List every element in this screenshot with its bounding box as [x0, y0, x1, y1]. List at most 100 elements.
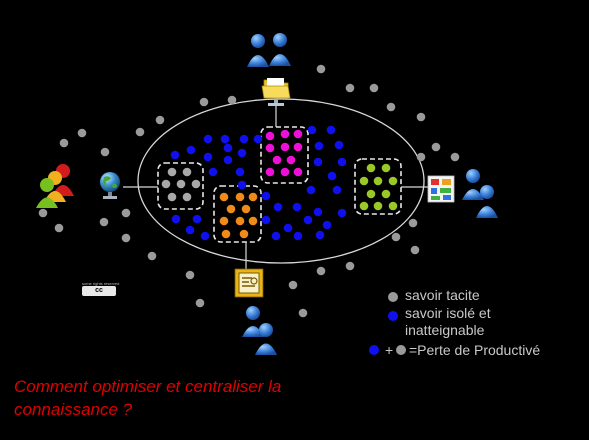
isolated-knowledge-dot [203, 134, 213, 144]
isolated-knowledge-dot [334, 140, 344, 150]
globe-icon [100, 172, 120, 199]
isolated-knowledge-dot [192, 214, 202, 224]
isolated-knowledge-dot [237, 148, 247, 158]
isolated-knowledge-dot [313, 207, 323, 217]
knowledge-dots [38, 64, 460, 355]
tacit-knowledge-dot [227, 95, 237, 105]
isolated-knowledge-dot [332, 185, 342, 195]
shared-knowledge-dot-orange [221, 229, 231, 239]
isolated-knowledge-dot [283, 223, 293, 233]
tacit-knowledge-dot [199, 97, 209, 107]
shared-knowledge-dot-orange [219, 216, 229, 226]
tacit-knowledge-dot [54, 223, 64, 233]
shared-knowledge-dot-magenta [286, 155, 296, 165]
shared-knowledge-dot-magenta [293, 142, 303, 152]
isolated-knowledge-dot [337, 157, 347, 167]
shared-knowledge-dot-green [388, 176, 398, 186]
tacit-knowledge-dot [416, 152, 426, 162]
shared-knowledge-dot-green [373, 201, 383, 211]
apps-icon [427, 175, 455, 203]
tacit-knowledge-dot [155, 115, 165, 125]
isolated-knowledge-dot [170, 150, 180, 160]
legend-loss-label: =Perte de Productivé [409, 342, 541, 358]
legend-plus: + [385, 342, 394, 358]
folder-icon [261, 78, 291, 106]
group-box-orange [213, 185, 262, 243]
shared-knowledge-dot-magenta [265, 167, 275, 177]
tacit-knowledge-dot [121, 233, 131, 243]
shared-knowledge-dot-green [373, 176, 383, 186]
tacit-knowledge-dot [288, 280, 298, 290]
isolated-knowledge-dot [322, 220, 332, 230]
isolated-knowledge-dot [237, 180, 247, 190]
tacit-knowledge-dot [410, 245, 420, 255]
shared-knowledge-dot-gray [182, 167, 192, 177]
isolated-knowledge-dot [239, 134, 249, 144]
legend-isolated-label: savoir isolé et inatteignable [405, 305, 491, 338]
tacit-knowledge-dot [345, 261, 355, 271]
users-group-icon [462, 169, 498, 218]
connectors [123, 104, 432, 271]
group-box-gray [157, 162, 204, 210]
shared-knowledge-dot-orange [248, 192, 258, 202]
tacit-knowledge-dot [345, 83, 355, 93]
isolated-knowledge-dot [261, 191, 271, 201]
isolated-knowledge-dot [273, 202, 283, 212]
shared-knowledge-dot-magenta [265, 143, 275, 153]
shared-knowledge-dot-gray [191, 179, 201, 189]
isolated-knowledge-dot [220, 134, 230, 144]
tacit-knowledge-dot [185, 270, 195, 280]
shared-knowledge-dot-orange [219, 192, 229, 202]
shared-knowledge-dot-orange [239, 229, 249, 239]
shared-knowledge-dot-magenta [280, 129, 290, 139]
isolated-knowledge-dot [223, 155, 233, 165]
tacit-knowledge-dot [100, 147, 110, 157]
tacit-knowledge-dot [408, 218, 418, 228]
isolated-knowledge-dot [261, 215, 271, 225]
shared-knowledge-dot-gray [167, 167, 177, 177]
isolated-knowledge-dot [185, 225, 195, 235]
shared-knowledge-dot-orange [226, 204, 236, 214]
shared-knowledge-dot-magenta [293, 129, 303, 139]
shared-knowledge-dot-green [366, 163, 376, 173]
shared-knowledge-dot-green [359, 201, 369, 211]
isolated-knowledge-dot [293, 231, 303, 241]
shared-knowledge-dot-green [366, 189, 376, 199]
isolated-knowledge-dot [303, 215, 313, 225]
shared-knowledge-dot-gray [176, 179, 186, 189]
tacit-knowledge-dot [38, 208, 48, 218]
shared-knowledge-dot-gray [161, 179, 171, 189]
isolated-knowledge-dot [306, 185, 316, 195]
isolated-knowledge-dot [326, 125, 336, 135]
shared-knowledge-dot-magenta [272, 155, 282, 165]
isolated-knowledge-dot [271, 231, 281, 241]
isolated-knowledge-dot [171, 214, 181, 224]
isolated-knowledge-dot [315, 230, 325, 240]
shared-knowledge-dot-magenta [265, 131, 275, 141]
license-small-text: some rights reserved [82, 281, 120, 286]
users-group-icon [36, 164, 74, 208]
legend-isolated-swatch [388, 311, 398, 321]
license-badge: cc [95, 287, 103, 294]
creative-commons-icon: some rights reserved cc [82, 281, 120, 297]
shared-knowledge-dot-orange [248, 216, 258, 226]
isolated-knowledge-dot [203, 152, 213, 162]
shared-knowledge-dot-gray [182, 192, 192, 202]
shared-knowledge-dot-magenta [280, 142, 290, 152]
users-group-icon [247, 33, 291, 67]
shared-knowledge-dot-gray [167, 192, 177, 202]
shared-knowledge-dot-green [359, 176, 369, 186]
isolated-knowledge-dot [314, 141, 324, 151]
central-ellipse [137, 98, 425, 264]
tacit-knowledge-dot [431, 142, 441, 152]
tacit-knowledge-dot [316, 266, 326, 276]
tacit-knowledge-dot [450, 152, 460, 162]
shared-knowledge-dot-orange [241, 204, 251, 214]
isolated-knowledge-dot [200, 231, 210, 241]
isolated-knowledge-dot [186, 145, 196, 155]
isolated-knowledge-dot [307, 125, 317, 135]
isolated-knowledge-dot [223, 143, 233, 153]
tacit-knowledge-dot [391, 232, 401, 242]
tacit-knowledge-dot [147, 251, 157, 261]
